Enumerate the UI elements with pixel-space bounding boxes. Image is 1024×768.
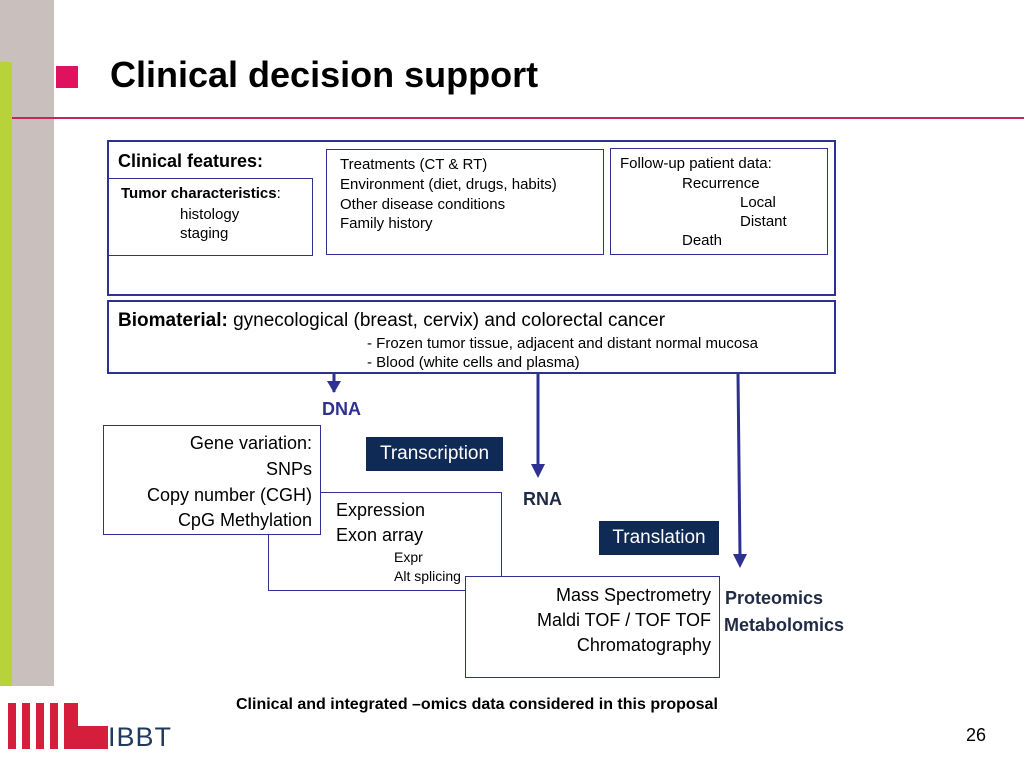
arrow-to-proteomics	[736, 373, 742, 557]
page-number: 26	[966, 725, 987, 745]
expression-subitem: Alt splicing	[394, 568, 461, 584]
arrowhead-dna	[327, 381, 341, 393]
ibbt-logo: IBBT	[0, 700, 180, 752]
treatment-item: Other disease conditions	[340, 196, 506, 213]
followup-recurrence: Recurrence	[682, 175, 760, 192]
mass-line: Maldi TOF / TOF TOF	[536, 610, 711, 630]
biomaterial-item: - Blood (white cells and plasma)	[367, 354, 580, 371]
slide-title: Clinical decision support	[110, 54, 539, 95]
tumor-heading: Tumor characteristics	[121, 185, 277, 202]
expression-line: Exon array	[336, 525, 424, 545]
gene-line: CpG Methylation	[177, 510, 312, 530]
gene-line: Copy number (CGH)	[146, 485, 312, 505]
clinical-features-heading: Clinical features:	[118, 151, 264, 171]
tumor-item: histology	[180, 206, 240, 223]
followup-heading: Follow-up patient data:	[620, 155, 772, 172]
treatment-item: Environment (diet, drugs, habits)	[340, 176, 557, 193]
biomaterial-item: - Frozen tumor tissue, adjacent and dist…	[367, 335, 759, 352]
followup-death: Death	[682, 232, 723, 249]
left-accent-bar	[0, 62, 12, 686]
title-bullet	[56, 66, 78, 88]
biomaterial-label: Biomaterial:	[118, 310, 228, 331]
logo-text: IBBT	[108, 722, 173, 752]
treatment-item: Family history	[340, 215, 433, 232]
arrowhead-rna	[531, 464, 545, 478]
gene-variation-box: Gene variation: SNPs Copy number (CGH) C…	[103, 425, 321, 535]
gene-line: SNPs	[265, 459, 312, 479]
arrowhead-proteomics	[733, 554, 747, 568]
tumor-characteristics-box: Tumor characteristics: histology staging	[108, 178, 313, 256]
tumor-item: staging	[180, 225, 229, 242]
treatments-box: Treatments (CT & RT) Environment (diet, …	[326, 149, 604, 255]
mass-spec-box: Mass Spectrometry Maldi TOF / TOF TOF Ch…	[465, 576, 720, 678]
rna-label: RNA	[523, 489, 562, 509]
mass-line: Chromatography	[576, 635, 711, 655]
treatment-item: Treatments (CT & RT)	[340, 156, 488, 173]
followup-box: Follow-up patient data: Recurrence Local…	[610, 148, 828, 255]
biomaterial-text: gynecological (breast, cervix) and color…	[227, 310, 666, 331]
mass-line: Mass Spectrometry	[555, 585, 711, 605]
expression-subitem: Expr	[394, 549, 423, 565]
expression-line: Expression	[336, 500, 426, 520]
gene-line: Gene variation:	[189, 433, 312, 453]
metabolomics-label: Metabolomics	[724, 615, 845, 635]
dna-label: DNA	[322, 399, 361, 419]
followup-local: Local	[740, 194, 776, 211]
title-divider	[12, 117, 1024, 119]
translation-tag: Translation	[599, 521, 719, 555]
followup-distant: Distant	[740, 213, 787, 230]
proteomics-label: Proteomics	[725, 588, 824, 608]
slide-caption: Clinical and integrated –omics data cons…	[236, 696, 718, 713]
tumor-heading-colon: :	[276, 185, 281, 202]
biomaterial-panel: Biomaterial: gynecological (breast, cerv…	[107, 300, 836, 374]
transcription-tag: Transcription	[366, 437, 503, 471]
